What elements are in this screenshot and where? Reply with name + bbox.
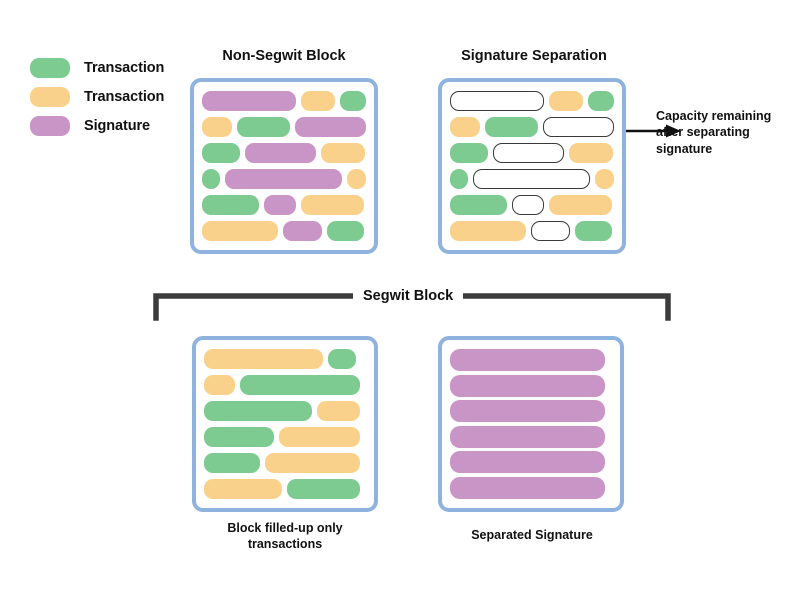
transaction-bar-green — [202, 143, 240, 163]
transaction-bar-orange — [204, 375, 235, 395]
legend-swatch-transaction-green — [30, 58, 70, 78]
transaction-bar-orange — [347, 169, 366, 189]
signature-bar — [283, 221, 322, 241]
block-row — [202, 91, 366, 111]
transaction-bar-orange — [317, 401, 360, 421]
transaction-bar-green — [328, 349, 356, 369]
transaction-bar-orange — [265, 453, 360, 473]
title-signature-separation: Signature Separation — [461, 48, 607, 64]
legend-item-transaction-green: Transaction — [30, 58, 164, 78]
legend-label-transaction-green: Transaction — [84, 60, 165, 76]
transaction-bar-green — [485, 117, 539, 137]
block-row — [450, 91, 615, 111]
block-row — [202, 195, 366, 215]
legend-label-transaction-orange: Transaction — [84, 89, 165, 105]
transaction-bar-orange — [595, 169, 614, 189]
block-row — [204, 453, 366, 473]
block-non-segwit — [190, 78, 378, 254]
transaction-bar-orange — [569, 143, 613, 163]
block-row — [450, 221, 614, 241]
transaction-bar-green — [588, 91, 615, 111]
transaction-bar-green — [240, 375, 360, 395]
transaction-bar-orange — [204, 349, 323, 369]
signature-bar — [450, 451, 605, 474]
block-row — [450, 476, 612, 499]
signature-bar — [450, 400, 605, 423]
transaction-bar-green — [450, 195, 507, 215]
block-row — [450, 169, 614, 189]
legend-label-signature: Signature — [84, 118, 150, 134]
signature-bar — [224, 169, 343, 189]
transaction-bar-orange — [450, 221, 526, 241]
transaction-bar-orange — [450, 117, 481, 137]
transaction-bar-orange — [301, 195, 364, 215]
block-row — [204, 427, 366, 447]
capacity-callout-text: Capacity remaining after separating sign… — [656, 109, 772, 156]
transaction-bar-orange — [204, 479, 282, 499]
transaction-bar-green — [450, 169, 468, 189]
block-separated-signature — [438, 336, 624, 512]
block-row — [450, 195, 614, 215]
block-row — [450, 143, 614, 163]
transaction-bar-green — [204, 427, 274, 447]
block-row — [450, 425, 612, 448]
block-row — [204, 375, 366, 395]
empty-capacity-bar — [543, 117, 614, 137]
block-row — [204, 349, 366, 369]
legend-swatch-transaction-orange — [30, 87, 70, 107]
block-segwit-transactions — [192, 336, 378, 512]
legend-item-transaction-orange: Transaction — [30, 87, 164, 107]
transaction-bar-green — [204, 401, 312, 421]
transaction-bar-orange — [279, 427, 360, 447]
capacity-arrow — [626, 124, 681, 138]
caption-segwit-transactions: Block filled-up only transactions — [227, 521, 343, 551]
signature-bar — [450, 476, 605, 499]
signature-bar — [245, 143, 316, 163]
transaction-bar-orange — [549, 195, 612, 215]
block-row — [202, 169, 366, 189]
transaction-bar-green — [237, 117, 291, 137]
transaction-bar-orange — [321, 143, 365, 163]
block-row — [202, 117, 366, 137]
empty-capacity-bar — [493, 143, 564, 163]
block-row — [450, 451, 612, 474]
signature-bar — [450, 349, 605, 371]
title-non-segwit-block: Non-Segwit Block — [222, 48, 346, 64]
block-row — [450, 349, 612, 371]
transaction-bar-green — [575, 221, 612, 241]
signature-bar — [450, 374, 605, 397]
transaction-bar-orange — [548, 91, 584, 111]
caption-separated-signature: Separated Signature — [471, 528, 593, 542]
transaction-bar-orange — [202, 221, 278, 241]
transaction-bar-orange — [300, 91, 336, 111]
signature-bar — [295, 117, 366, 137]
empty-capacity-bar — [531, 221, 570, 241]
empty-capacity-bar — [450, 91, 544, 111]
transaction-bar-orange — [202, 117, 233, 137]
legend-item-signature: Signature — [30, 116, 164, 136]
empty-capacity-bar — [472, 169, 591, 189]
transaction-bar-green — [202, 169, 220, 189]
transaction-bar-green — [327, 221, 364, 241]
block-row — [204, 401, 366, 421]
signature-bar — [202, 91, 296, 111]
segwit-bracket-label: Segwit Block — [353, 288, 464, 304]
block-row — [450, 117, 614, 137]
block-row — [204, 479, 366, 499]
empty-capacity-bar — [512, 195, 544, 215]
block-row — [450, 400, 612, 423]
block-signature-separation — [438, 78, 626, 254]
block-row — [202, 221, 366, 241]
transaction-bar-green — [340, 91, 366, 111]
signature-bar — [450, 425, 605, 448]
block-row — [202, 143, 366, 163]
transaction-bar-green — [204, 453, 260, 473]
transaction-bar-green — [287, 479, 360, 499]
transaction-bar-green — [450, 143, 488, 163]
legend-swatch-signature — [30, 116, 70, 136]
legend: Transaction Transaction Signature — [30, 58, 164, 136]
transaction-bar-green — [202, 195, 259, 215]
signature-bar — [264, 195, 296, 215]
block-row — [450, 374, 612, 397]
